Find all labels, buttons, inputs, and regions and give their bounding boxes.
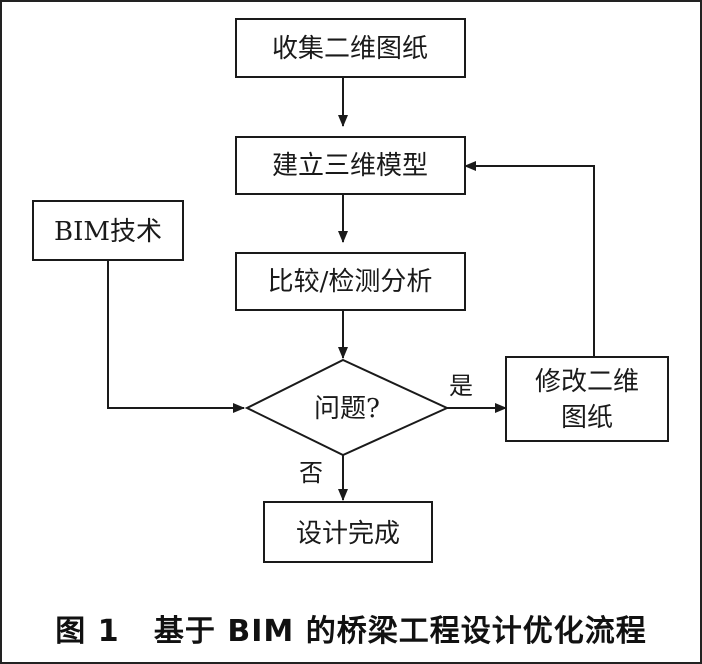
node-compare-detect-box [235, 252, 466, 311]
node-compare-detect-label: 比较/检测分析 [268, 267, 433, 297]
node-question-diamond [244, 358, 450, 457]
flowchart-diagram: 收集二维图纸 建立三维模型 BIM技术 比较/检测分析 问题? 修改二维 图纸 … [32, 18, 669, 563]
edge-bim-to-question [107, 260, 245, 413]
node-build-model-box [235, 136, 466, 195]
node-modify-drawings-box [505, 356, 669, 442]
node-collect-drawings-label: 收集二维图纸 [272, 34, 428, 64]
node-design-done-box [263, 501, 433, 563]
node-question-label: 问题? [314, 394, 380, 424]
node-bim-tech-box [32, 200, 184, 261]
node-modify-drawings-label-line1: 修改二维 [535, 367, 639, 397]
node-build-model-label: 建立三维模型 [272, 151, 428, 181]
edge-modify-to-build [464, 161, 595, 357]
node-design-done-label: 设计完成 [296, 519, 400, 549]
edge-yes-label: 是 [449, 372, 473, 400]
node-bim-tech-label: BIM技术 [54, 217, 162, 247]
node-modify-drawings-label-line2: 图纸 [561, 403, 613, 433]
figure-caption: 图 1 基于 BIM 的桥梁工程设计优化流程 [55, 614, 647, 649]
edge-no-label: 否 [299, 459, 323, 487]
node-collect-drawings-box [235, 18, 466, 78]
